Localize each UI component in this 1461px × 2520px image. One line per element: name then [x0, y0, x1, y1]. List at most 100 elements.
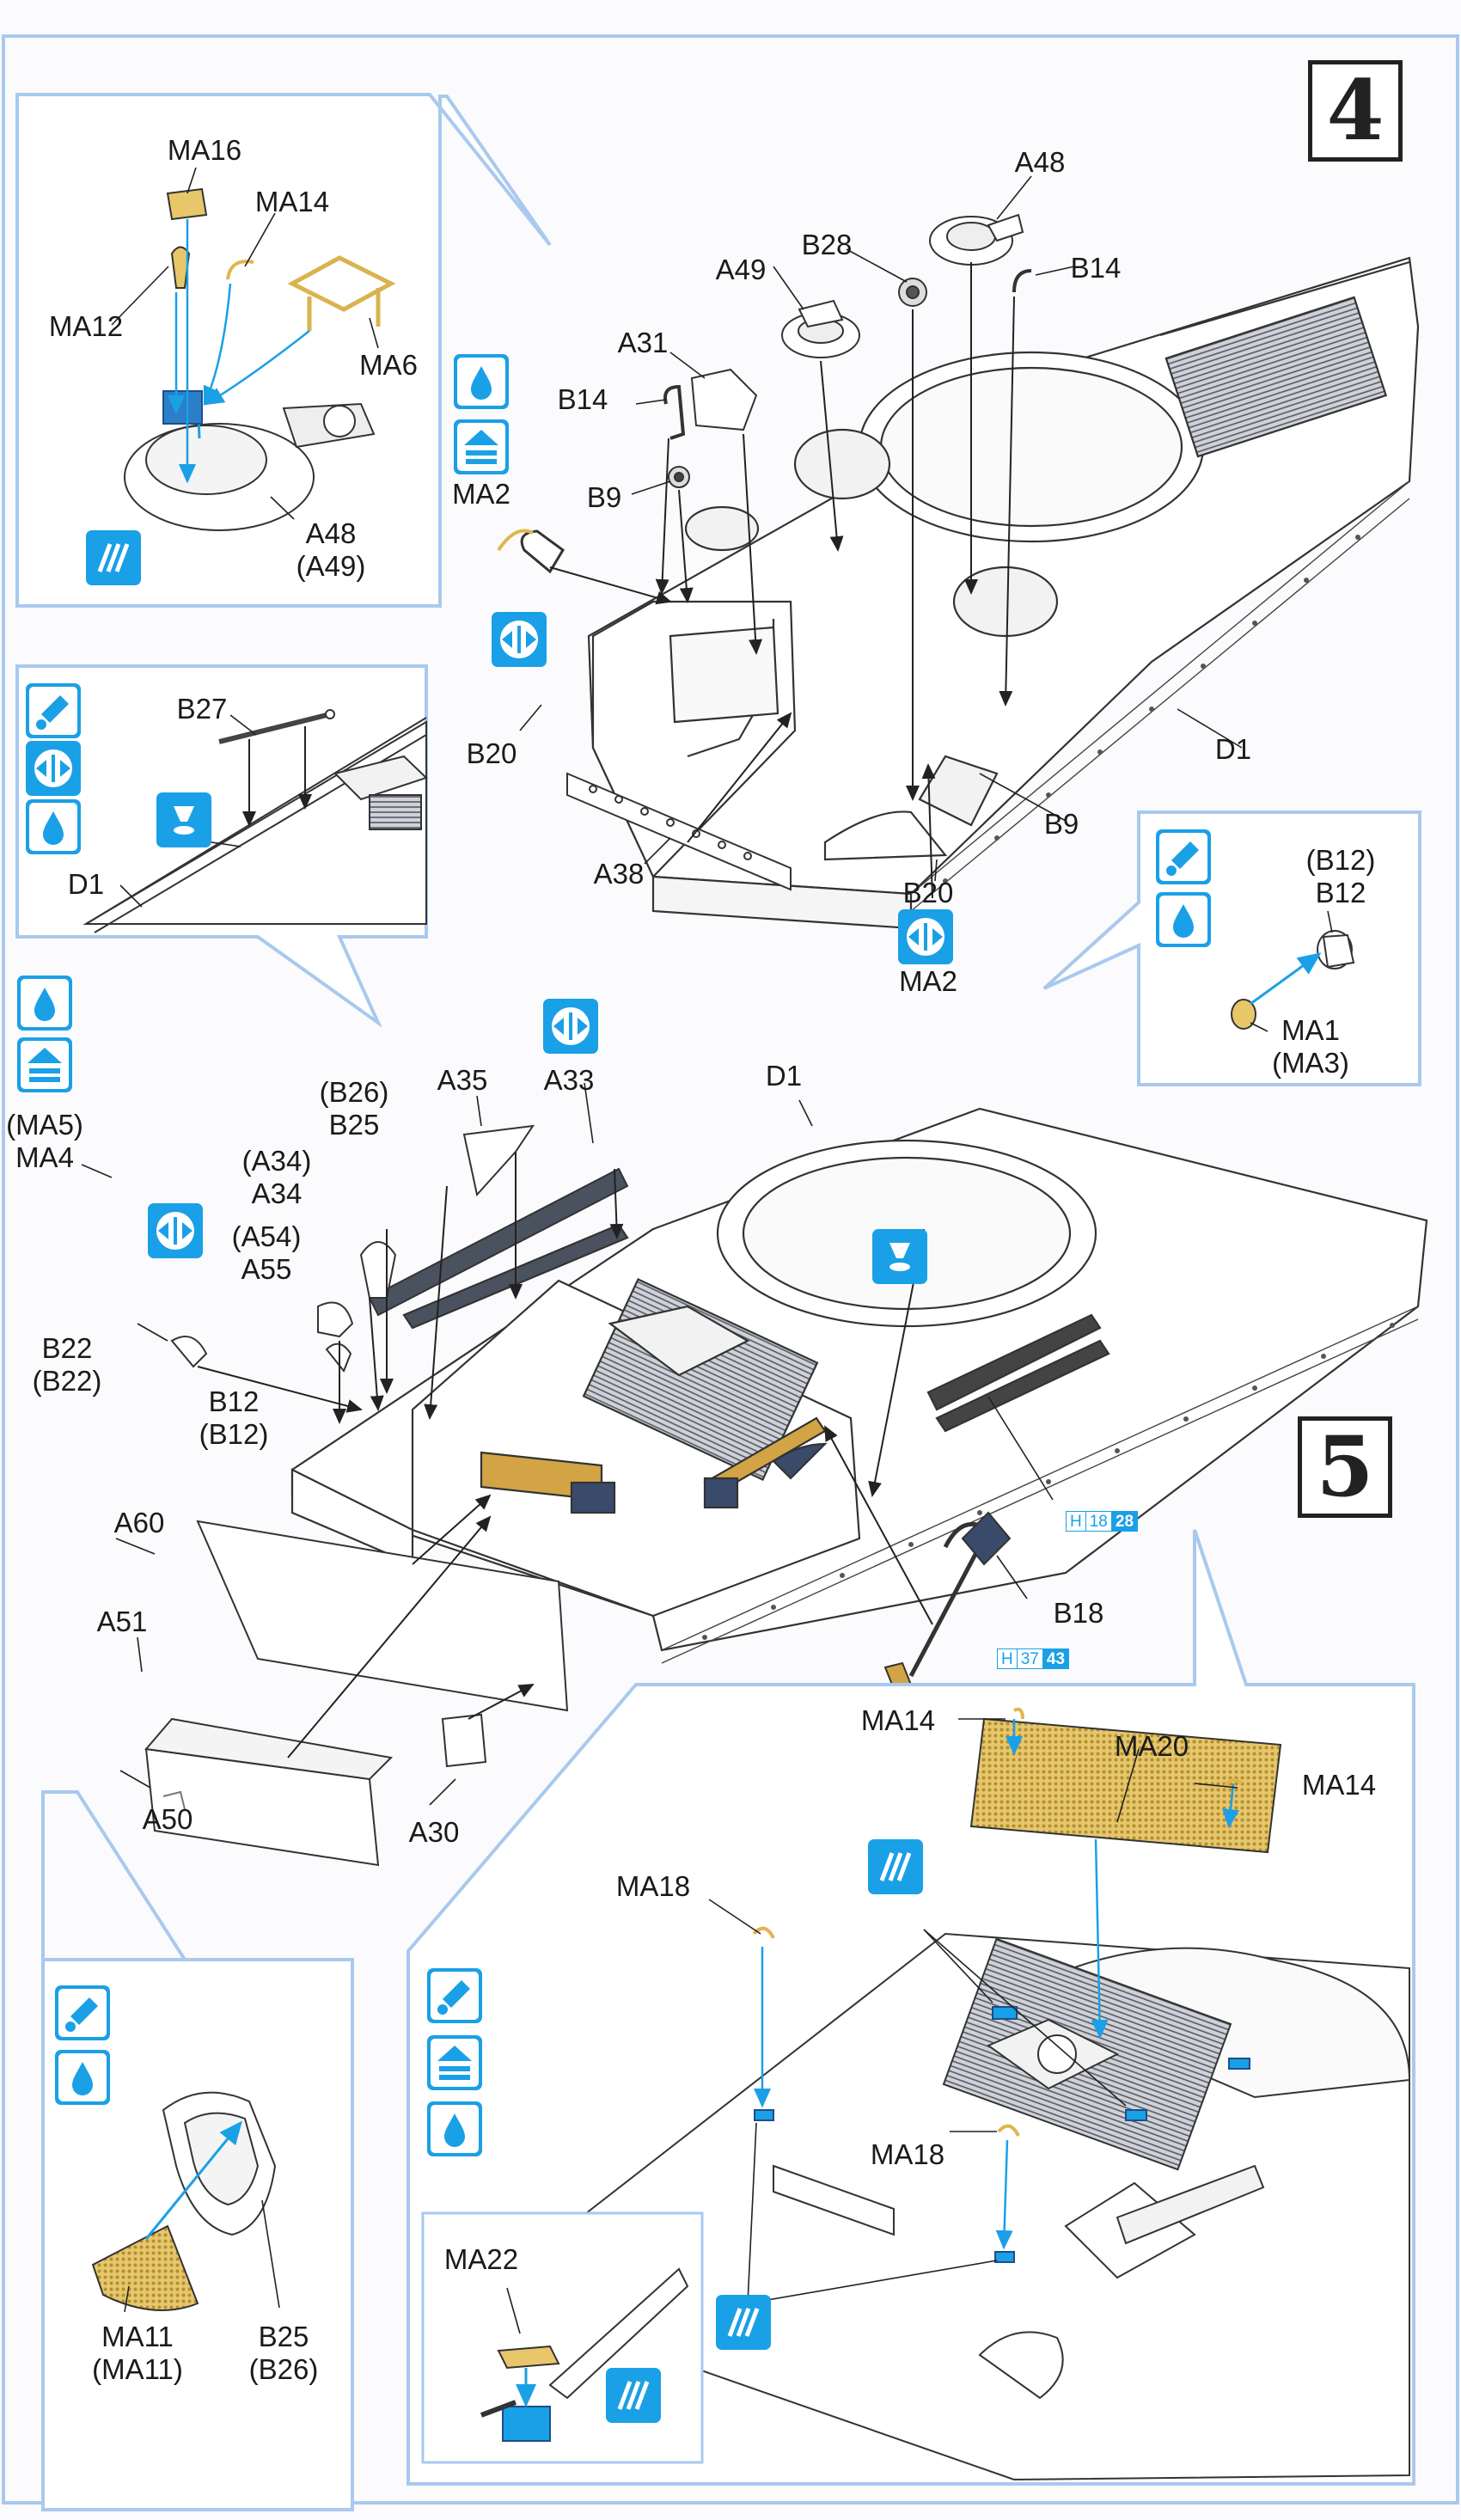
label-b22-group: B22 (B22)	[33, 1332, 102, 1398]
label-b25-inset: B25	[258, 2321, 309, 2352]
cut-icon-b27	[156, 792, 211, 847]
label-ma16: MA16	[167, 134, 242, 166]
label-b27: B27	[176, 693, 228, 725]
label-b12: B12	[1315, 876, 1366, 908]
inset-ma20-drawing	[558, 1717, 1411, 2481]
label-ma4-group: (MA5) MA4	[6, 1109, 83, 1174]
label-d1-step5: D1	[765, 1060, 803, 1092]
inset-b12-drawing	[1231, 930, 1355, 1030]
label-ma18-top: MA18	[615, 1870, 691, 1902]
reference-tag-1: H 18 28	[1066, 1511, 1139, 1532]
label-b25-inset-group: B25 (B26)	[249, 2321, 319, 2386]
label-b26-paren: (B26)	[319, 1076, 389, 1108]
step5-parts	[144, 1124, 1012, 1867]
label-b14-top: B14	[1070, 252, 1122, 284]
label-a50: A50	[142, 1803, 193, 1835]
label-ma11-paren: (MA11)	[92, 2352, 183, 2385]
label-ma11-group: MA11 (MA11)	[92, 2321, 183, 2386]
label-ma3: (MA3)	[1272, 1046, 1349, 1079]
label-b12-paren-step5: (B12)	[199, 1417, 269, 1450]
label-b9-right: B9	[1043, 808, 1079, 840]
label-ma18-mid: MA18	[870, 2138, 945, 2170]
page-frame	[2, 34, 1459, 2505]
label-a54-paren: (A54)	[231, 1220, 302, 1252]
glue-icon	[26, 683, 81, 738]
label-a34: A34	[251, 1177, 303, 1209]
label-a51: A51	[96, 1606, 148, 1637]
label-b22-paren: (B22)	[32, 1364, 102, 1397]
label-b25: B25	[328, 1108, 380, 1141]
paint-drop-icon-ma20	[427, 2101, 482, 2156]
label-ma5: (MA5)	[6, 1109, 83, 1141]
inset-ma22-drawing	[480, 2267, 689, 2442]
label-b12-paren: (B12)	[1305, 844, 1376, 876]
label-a48-inset-line1: A48	[305, 517, 357, 549]
label-b14-left: B14	[557, 383, 608, 415]
label-a49: A49	[715, 254, 767, 285]
label-ma12: MA12	[48, 310, 124, 342]
photo-etch-icon-ma22	[606, 2368, 661, 2423]
paint-drop-icon-ma11	[55, 2050, 110, 2105]
label-a34-group: (A34) A34	[242, 1145, 312, 1210]
label-b28: B28	[801, 229, 853, 260]
label-b9-left: B9	[586, 481, 622, 513]
bend-icon-a33	[543, 999, 598, 1054]
label-b20-bottom: B20	[902, 877, 954, 908]
paint-drop-icon	[454, 354, 509, 409]
label-ma2-bottom: MA2	[899, 965, 957, 997]
label-a35: A35	[437, 1064, 488, 1096]
label-b20-left: B20	[466, 737, 517, 769]
label-a48: A48	[1014, 146, 1066, 178]
label-a60: A60	[113, 1507, 165, 1538]
label-b12-group: B12 (B12)	[199, 1385, 269, 1451]
label-ma6: MA6	[359, 349, 418, 381]
glue-icon-ma20	[427, 1968, 482, 2023]
label-ma1-inset: MA1 (MA3)	[1272, 1014, 1349, 1080]
photo-etch-icon-ma20	[868, 1839, 923, 1894]
label-a48-inset: A48 (A49)	[296, 517, 366, 583]
label-ma14: MA14	[254, 186, 330, 217]
inset-ma11-drawing	[91, 2091, 277, 2311]
flip-direction-icon-ma4	[17, 1037, 72, 1092]
label-ma20: MA20	[1114, 1730, 1189, 1762]
label-b25-group: (B26) B25	[320, 1076, 389, 1141]
bend-icon-b27	[26, 741, 81, 796]
step-number-5: 5	[1298, 1416, 1392, 1518]
photo-etch-icon-ma18	[716, 2295, 771, 2350]
label-ma14-right: MA14	[1301, 1769, 1377, 1801]
flip-direction-icon-ma20	[427, 2035, 482, 2090]
label-a55-group: (A54) A55	[232, 1220, 302, 1286]
label-a30: A30	[408, 1816, 460, 1848]
reference-a: 18	[1085, 1511, 1111, 1532]
label-ma14-left: MA14	[860, 1704, 936, 1736]
paint-drop-icon-b27	[26, 799, 81, 854]
label-ma2-left: MA2	[452, 478, 510, 510]
ma12-part	[170, 246, 191, 289]
label-b22: B22	[41, 1332, 93, 1364]
label-a34-paren: (A34)	[241, 1145, 312, 1177]
ma14-part	[226, 260, 254, 280]
label-a31: A31	[617, 327, 669, 358]
paint-drop-icon-ma4	[17, 976, 72, 1031]
bend-icon-b22	[148, 1203, 203, 1258]
label-ma22: MA22	[443, 2243, 519, 2275]
glue-icon-b12	[1156, 829, 1211, 884]
photo-etch-icon-ma16	[86, 530, 141, 585]
label-b12-step5: B12	[208, 1385, 260, 1417]
inset-b27-drawing	[83, 709, 428, 933]
step4-small-parts	[497, 213, 1032, 574]
label-b18: B18	[1053, 1597, 1104, 1629]
label-ma4: MA4	[15, 1141, 74, 1173]
callout-frame-b12	[1042, 810, 1421, 1086]
label-b12-inset: (B12) B12	[1306, 844, 1376, 909]
reference-h: H	[1066, 1511, 1085, 1532]
label-a55: A55	[241, 1252, 292, 1285]
reference-tag-2: H 37 43	[997, 1648, 1070, 1669]
paint-drop-icon-b12	[1156, 892, 1211, 947]
a38-rack	[566, 772, 792, 891]
reference-b: 43	[1042, 1648, 1070, 1669]
ma16-part	[166, 187, 208, 221]
bend-icon	[492, 612, 547, 667]
cut-icon-d1	[872, 1229, 927, 1284]
